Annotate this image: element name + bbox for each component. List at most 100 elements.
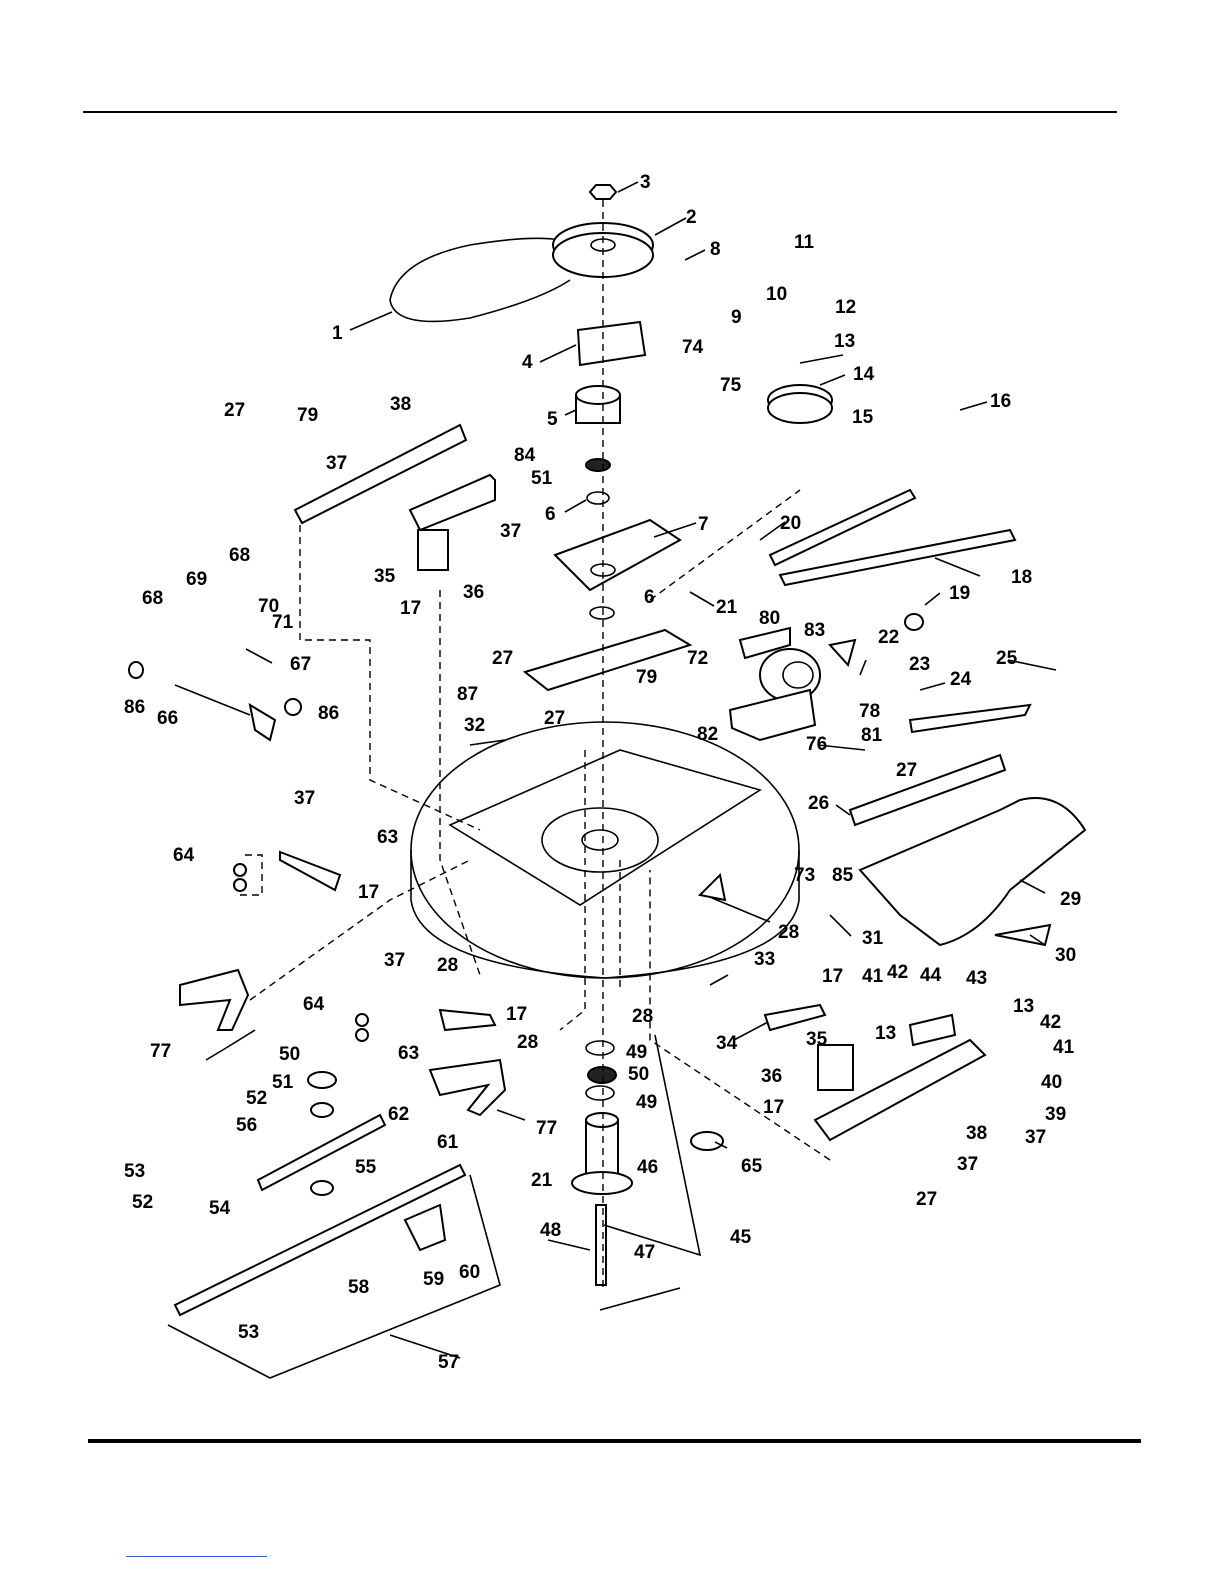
callout-37b: 37	[500, 521, 521, 542]
callout-2: 2	[686, 207, 697, 228]
callout-16: 16	[990, 391, 1011, 412]
callout-69: 69	[186, 569, 207, 590]
callout-42b: 42	[1040, 1012, 1061, 1033]
callout-17b: 17	[358, 882, 379, 903]
callout-44: 44	[920, 965, 942, 986]
callout-1: 1	[332, 323, 343, 344]
callout-61: 61	[437, 1132, 459, 1153]
callout-37d: 37	[384, 950, 405, 971]
callout-28d: 28	[632, 1006, 653, 1027]
callout-35: 35	[374, 566, 396, 587]
callout-57: 57	[438, 1352, 459, 1373]
callout-22: 22	[878, 627, 899, 648]
callout-78: 78	[859, 701, 880, 722]
callout-64: 64	[173, 845, 195, 866]
callout-41: 41	[862, 966, 884, 987]
callout-79: 79	[297, 405, 318, 426]
callout-36: 36	[463, 582, 484, 603]
callout-17e: 17	[763, 1097, 784, 1118]
callout-48: 48	[540, 1220, 561, 1241]
callout-54: 54	[209, 1198, 231, 1219]
callout-39: 39	[1045, 1104, 1066, 1125]
callout-9: 9	[731, 307, 742, 328]
callout-6b: 6	[644, 587, 655, 608]
callout-8: 8	[710, 239, 721, 260]
callout-13b: 13	[1013, 996, 1034, 1017]
callout-75: 75	[720, 375, 742, 396]
callout-85: 85	[832, 865, 854, 886]
callout-24: 24	[950, 669, 972, 690]
callout-11: 11	[794, 232, 815, 253]
callout-5: 5	[547, 409, 558, 430]
callout-41b: 41	[1053, 1037, 1075, 1058]
callout-28c: 28	[517, 1032, 538, 1053]
callout-27d: 27	[896, 760, 917, 781]
left-linkage	[128, 423, 507, 1117]
right-linkage	[697, 488, 1087, 1142]
callout-50b: 50	[628, 1064, 649, 1085]
callout-53b: 53	[238, 1322, 259, 1343]
callout-72: 72	[687, 648, 708, 669]
callout-21: 21	[716, 597, 738, 618]
callout-42: 42	[887, 962, 908, 983]
callout-28: 28	[437, 955, 458, 976]
callout-25: 25	[996, 648, 1018, 669]
callout-52b: 52	[132, 1192, 153, 1213]
callout-13c: 13	[875, 1023, 896, 1044]
callout-77b: 77	[536, 1118, 557, 1139]
callout-40: 40	[1041, 1072, 1062, 1093]
callout-58: 58	[348, 1277, 369, 1298]
callout-33: 33	[754, 949, 775, 970]
callout-76: 76	[806, 734, 827, 755]
callout-32: 32	[464, 715, 485, 736]
callout-6: 6	[545, 504, 556, 525]
blade-assembly	[173, 863, 467, 1317]
callout-64b: 64	[303, 994, 325, 1015]
callout-45: 45	[730, 1227, 752, 1248]
callout-43: 43	[966, 968, 987, 989]
callout-51: 51	[272, 1072, 294, 1093]
callout-34: 34	[716, 1033, 738, 1054]
callout-63b: 63	[398, 1043, 419, 1064]
callout-31: 31	[862, 928, 884, 949]
callout-14: 14	[853, 364, 875, 385]
callout-59: 59	[423, 1269, 444, 1290]
callout-28b: 28	[778, 922, 799, 943]
callout-49b: 49	[636, 1092, 657, 1113]
callout-3: 3	[640, 172, 651, 193]
callout-13: 13	[834, 331, 855, 352]
callout-23: 23	[909, 654, 930, 675]
callout-labels: 1 2 3 4 5 6 6 7 8 9 10 11 12 13 13 13 14…	[124, 172, 1081, 1373]
callout-30: 30	[1055, 945, 1076, 966]
callout-81: 81	[861, 725, 883, 746]
callout-50: 50	[279, 1044, 300, 1065]
callout-20: 20	[780, 513, 801, 534]
callout-52: 52	[246, 1088, 267, 1109]
callout-15: 15	[852, 407, 874, 428]
callout-46: 46	[637, 1157, 658, 1178]
callout-66: 66	[157, 708, 178, 729]
callout-21b: 21	[531, 1170, 553, 1191]
callout-53: 53	[124, 1161, 145, 1182]
callout-37c: 37	[294, 788, 315, 809]
callout-36b: 36	[761, 1066, 782, 1087]
belt-and-pulleys	[389, 184, 833, 424]
callout-68: 68	[229, 545, 250, 566]
callout-49: 49	[626, 1042, 647, 1063]
callout-27e: 27	[916, 1189, 937, 1210]
callout-67: 67	[290, 654, 311, 675]
callout-47: 47	[634, 1242, 655, 1263]
footer-link-underline[interactable]	[126, 1556, 267, 1557]
callout-86: 86	[124, 697, 145, 718]
callout-4: 4	[522, 352, 533, 373]
callout-63: 63	[377, 827, 398, 848]
callout-60: 60	[459, 1262, 480, 1283]
callout-62: 62	[388, 1104, 409, 1125]
mower-deck-housing	[410, 721, 800, 979]
callout-19: 19	[949, 583, 970, 604]
callout-37e: 37	[1025, 1127, 1046, 1148]
callout-7: 7	[698, 514, 709, 535]
callout-27b: 27	[492, 648, 513, 669]
callout-56: 56	[236, 1115, 257, 1136]
callout-74: 74	[682, 337, 704, 358]
